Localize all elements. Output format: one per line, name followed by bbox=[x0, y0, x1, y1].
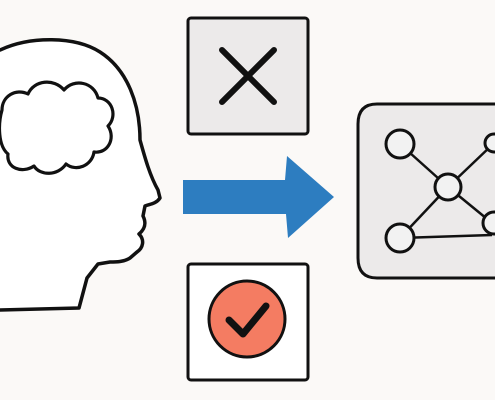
graph-node bbox=[483, 132, 495, 154]
graph-node bbox=[384, 128, 416, 160]
graph-node bbox=[433, 172, 463, 202]
check-circle bbox=[207, 279, 287, 359]
check-mark-icon bbox=[225, 302, 270, 338]
graph-box bbox=[356, 102, 495, 280]
right-arrow-icon bbox=[183, 156, 334, 238]
head-with-brain-icon bbox=[0, 38, 162, 312]
brain-icon bbox=[0, 80, 115, 175]
graph-node bbox=[481, 210, 495, 236]
network-graph-panel bbox=[356, 102, 495, 280]
graph-nodes bbox=[384, 128, 495, 254]
head-outline bbox=[0, 38, 162, 312]
reject-panel bbox=[186, 16, 310, 136]
x-mark-icon bbox=[219, 47, 277, 105]
graph-node bbox=[384, 222, 416, 254]
accept-panel bbox=[186, 262, 310, 382]
